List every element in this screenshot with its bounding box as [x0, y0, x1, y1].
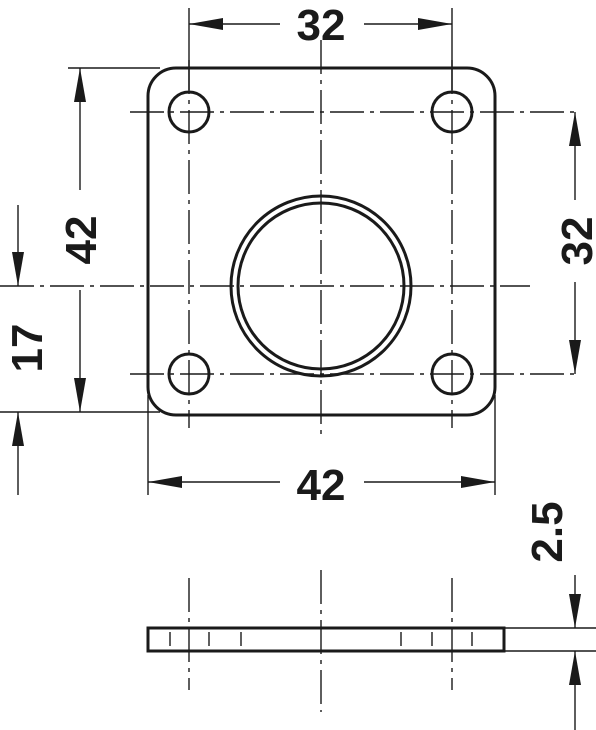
- center-lines: [0, 40, 580, 440]
- dimension-top-hole-spacing: 32: [188, 1, 453, 90]
- dimension-label-bottom-42: 42: [297, 461, 346, 510]
- plate-profile: [146, 626, 506, 653]
- dimension-plate-height: 42: [57, 67, 160, 413]
- dimension-label-thickness-2-5: 2.5: [523, 501, 572, 562]
- dimension-thickness: 2.5: [504, 501, 596, 730]
- dimension-bore-offset: 17: [0, 205, 68, 495]
- dimension-label-left-42: 42: [57, 216, 106, 265]
- dimension-label-left-17: 17: [3, 324, 52, 373]
- dimension-label-right-32: 32: [553, 217, 596, 266]
- dimension-right-hole-spacing: 32: [553, 112, 596, 374]
- dimension-label-top-32: 32: [297, 1, 346, 50]
- dimension-plate-width: 42: [147, 395, 496, 510]
- plate-side-view: [146, 570, 506, 712]
